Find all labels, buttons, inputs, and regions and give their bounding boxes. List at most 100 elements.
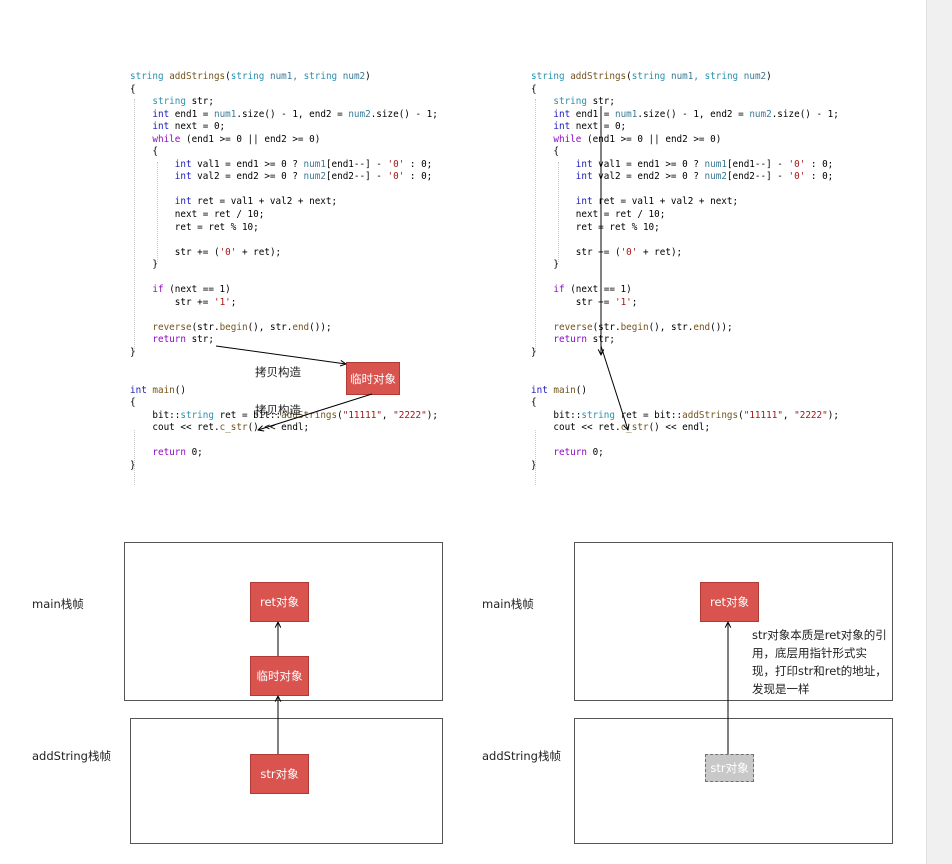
code-token: num2 bbox=[749, 108, 772, 120]
code-token: [end1--] - bbox=[325, 158, 388, 170]
code-token: str += bbox=[130, 296, 214, 308]
code-token: { bbox=[531, 146, 559, 158]
code-token: val1 = end1 >= 0 ? bbox=[598, 158, 705, 170]
code-token: .size() - 1; bbox=[771, 108, 839, 120]
code-token: str += ( bbox=[130, 246, 220, 258]
code-token: string bbox=[531, 71, 571, 82]
code-token: { bbox=[531, 397, 537, 409]
code-line: return str; bbox=[531, 334, 839, 347]
code-token: begin bbox=[219, 321, 248, 333]
code-token: (), str. bbox=[247, 321, 293, 333]
code-line: str += '1'; bbox=[130, 297, 438, 310]
code-token: num2 bbox=[303, 171, 326, 183]
code-token: return bbox=[553, 334, 593, 346]
code-token: int bbox=[575, 158, 599, 170]
code-token: string bbox=[704, 71, 744, 82]
code-token: } bbox=[531, 259, 559, 271]
code-token: , bbox=[782, 409, 795, 421]
code-panel-left: string addStrings(string num1, string nu… bbox=[130, 71, 438, 473]
code-token: { bbox=[130, 146, 158, 158]
code-token: string bbox=[581, 409, 621, 421]
code-token: } bbox=[531, 347, 537, 359]
code-token: string bbox=[180, 409, 220, 421]
code-line: int end1 = num1.size() - 1, end2 = num2.… bbox=[531, 109, 839, 122]
code-token: num2 bbox=[704, 171, 727, 183]
arrow-return-to-ret bbox=[600, 345, 628, 430]
code-token: ( bbox=[225, 71, 231, 82]
main-frame-label-right: main栈帧 bbox=[482, 597, 534, 611]
code-panel-right: string addStrings(string num1, string nu… bbox=[531, 71, 839, 473]
code-token: ; bbox=[631, 296, 638, 308]
code-token: ; bbox=[230, 296, 237, 308]
code-line: { bbox=[130, 84, 438, 97]
code-token: 0; bbox=[191, 447, 203, 459]
code-token: (), str. bbox=[648, 321, 694, 333]
code-token: addStrings bbox=[570, 71, 627, 82]
code-token: ()); bbox=[710, 321, 733, 333]
code-line: string str; bbox=[130, 96, 438, 109]
code-token: return bbox=[152, 447, 192, 459]
code-token: } bbox=[531, 459, 537, 471]
code-line: int next = 0; bbox=[130, 121, 438, 134]
code-token: 0; bbox=[592, 447, 604, 459]
code-token: () bbox=[174, 384, 186, 396]
code-line: int val2 = end2 >= 0 ? num2[end2--] - '0… bbox=[130, 171, 438, 184]
code-line: } bbox=[130, 460, 438, 473]
code-token: addStrings bbox=[682, 409, 739, 421]
code-token: num2 bbox=[348, 108, 371, 120]
code-token: { bbox=[130, 83, 136, 95]
main-frame-label-left: main栈帧 bbox=[32, 597, 84, 611]
code-token: c_str bbox=[620, 422, 649, 434]
code-token: () << endl; bbox=[247, 422, 310, 434]
code-token: string bbox=[631, 71, 671, 82]
code-line: str += '1'; bbox=[531, 297, 839, 310]
code-token: int bbox=[575, 171, 599, 183]
code-line: { bbox=[531, 84, 839, 97]
indent-guide bbox=[535, 99, 536, 351]
code-line: } bbox=[130, 259, 438, 272]
code-token: string bbox=[152, 96, 192, 108]
code-token: main bbox=[553, 384, 576, 396]
code-line: cout << ret.c_str() << endl; bbox=[130, 422, 438, 435]
code-token: string bbox=[230, 71, 270, 82]
code-token: ); bbox=[827, 409, 839, 421]
code-line: return 0; bbox=[531, 447, 839, 460]
diagram-canvas: string addStrings(string num1, string nu… bbox=[0, 0, 927, 864]
code-token: next = 0; bbox=[174, 121, 226, 133]
code-token: [end2--] - bbox=[726, 171, 789, 183]
code-line: return 0; bbox=[130, 447, 438, 460]
code-token: addStrings bbox=[169, 71, 226, 82]
code-token: return bbox=[152, 334, 192, 346]
str-object-box-left: str对象 bbox=[250, 754, 309, 794]
code-token: return bbox=[553, 447, 593, 459]
indent-guide bbox=[558, 162, 559, 262]
code-token: bit:: bbox=[531, 409, 582, 421]
code-token: end1 = bbox=[174, 108, 214, 120]
code-token: ) bbox=[365, 71, 371, 82]
code-token: str; bbox=[592, 334, 615, 346]
code-token: if bbox=[152, 284, 170, 296]
copy-construct-label-2: 拷贝构造 bbox=[255, 403, 301, 417]
code-token: () << endl; bbox=[648, 422, 711, 434]
code-line: string str; bbox=[531, 96, 839, 109]
temp-object-box-left: 临时对象 bbox=[250, 656, 309, 696]
code-token: main bbox=[152, 384, 175, 396]
code-token: ); bbox=[426, 409, 438, 421]
code-token: begin bbox=[620, 321, 649, 333]
code-line: cout << ret.c_str() << endl; bbox=[531, 422, 839, 435]
code-line: bit::string ret = bit::addStrings("11111… bbox=[130, 410, 438, 423]
code-token: ()); bbox=[309, 321, 332, 333]
code-line: { bbox=[130, 397, 438, 410]
code-line: int end1 = num1.size() - 1, end2 = num2.… bbox=[130, 109, 438, 122]
ret-object-box-left: ret对象 bbox=[250, 582, 309, 622]
code-line: bit::string ret = bit::addStrings("11111… bbox=[531, 410, 839, 423]
code-token: .size() - 1, end2 = bbox=[236, 108, 349, 120]
str-object-box-right: str对象 bbox=[705, 754, 754, 782]
indent-guide bbox=[535, 430, 536, 485]
code-token: addStrings bbox=[281, 409, 338, 421]
code-line: } bbox=[531, 347, 839, 360]
code-token: '0' bbox=[387, 171, 405, 183]
code-token: : 0; bbox=[805, 171, 834, 183]
code-token: + ret); bbox=[637, 246, 683, 258]
arrow-return-to-temp bbox=[215, 345, 346, 364]
